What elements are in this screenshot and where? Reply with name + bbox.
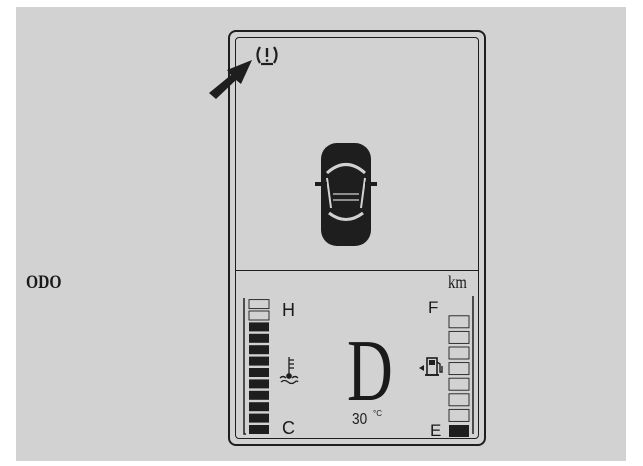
- temp-gauge-segment-9: [249, 334, 269, 343]
- temp-gauge-segment-2: [249, 414, 269, 423]
- temp-gauge-segments: [249, 300, 269, 434]
- tire-pressure-warning-icon: [258, 47, 277, 64]
- fuel-gauge-segment-2: [449, 409, 469, 421]
- temp-gauge-segment-4: [249, 391, 269, 400]
- car-top-view-icon: [315, 143, 377, 246]
- temp-gauge-segment-1: [249, 425, 269, 434]
- fuel-gauge-segment-3: [449, 394, 469, 406]
- temp-gauge-segment-5: [249, 379, 269, 388]
- fuel-gauge-segment-4: [449, 378, 469, 390]
- fuel-gauge-segment-8: [449, 316, 469, 328]
- coolant-temperature-icon: [280, 357, 298, 384]
- temp-gauge-segment-8: [249, 345, 269, 354]
- fuel-gauge-segment-6: [449, 347, 469, 359]
- temp-gauge-segment-10: [249, 322, 269, 331]
- arrow-pointer-icon: [209, 60, 252, 99]
- temp-gauge-segment-7: [249, 357, 269, 366]
- fuel-gauge-segment-5: [449, 363, 469, 375]
- fuel-pump-icon: [419, 358, 442, 375]
- temp-gauge-bracket: [244, 298, 246, 434]
- temp-gauge-segment-3: [249, 402, 269, 411]
- fuel-gauge-segments: [449, 316, 469, 437]
- fuel-gauge-segment-7: [449, 331, 469, 343]
- temp-gauge-segment-11: [249, 311, 269, 320]
- temp-gauge-segment-12: [249, 300, 269, 309]
- fuel-gauge-segment-1: [449, 425, 469, 437]
- temp-gauge-segment-6: [249, 368, 269, 377]
